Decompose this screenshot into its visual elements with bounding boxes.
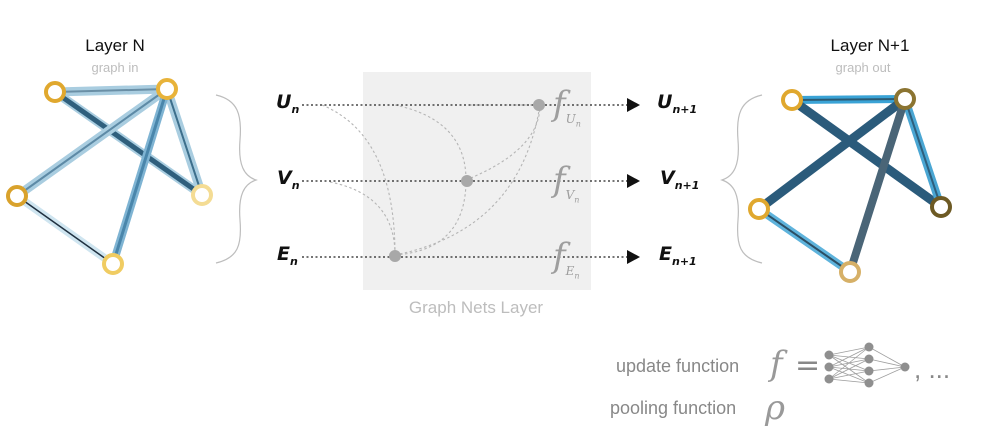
edge-b-d-core [111,87,169,266]
edge-a-b-core [54,88,168,93]
input-node-a [44,81,66,103]
output-u: Un+1 [657,91,698,116]
input-u: Un [276,91,300,116]
curve-vn-to-un [465,104,541,181]
output-node-a [781,89,803,111]
left-brace [215,94,258,264]
edge-b-e-core [166,88,203,196]
input-graph [6,78,213,275]
pooling-function-label: pooling function [610,398,737,418]
curve-un-to-vn [394,104,467,181]
input-v: Vn [277,167,300,192]
equals-sign: = [795,348,821,383]
out-edge-b-e-core [904,98,942,208]
junction-v [461,175,473,187]
input-node-d [102,253,124,275]
junction-e [389,250,401,262]
curve-vn-to-en [329,181,396,256]
edge-a-e-core [52,89,205,198]
output-node-b [894,88,916,110]
output-graph-subtitle: graph out [835,60,891,75]
output-graph-title: Layer N+1 [830,36,910,55]
output-graph-nodes [748,88,952,283]
curve-un-to-en [321,104,396,256]
input-graph-subtitle: graph in [91,60,139,75]
out-edge-a-b-core [791,98,906,101]
out-edge-b-d [846,95,909,276]
input-graph-title: Layer N [85,36,145,55]
edge-b-c-core [16,88,168,197]
arrowheads [627,98,640,264]
output-node-e [930,196,952,218]
input-e: En [277,243,298,268]
junction-u [533,99,545,111]
output-e: En+1 [659,243,697,268]
right-brace [720,94,763,264]
edge-c-d-core [16,195,114,265]
input-node-e [191,184,213,206]
update-function-label: update function [616,356,740,376]
function-u: fUn [553,84,581,129]
arrow-u [627,98,640,112]
input-graph-nodes [6,78,213,275]
output-v: Vn+1 [660,167,700,192]
output-node-c [748,198,770,220]
out-edge-a-e [787,95,946,212]
output-graph [748,88,952,283]
update-function-symbol: f [770,344,783,384]
arrow-e [627,250,640,264]
junction-dots [389,99,545,262]
function-v: fVn [553,160,580,205]
curve-en-to-vn [394,179,467,256]
output-node-d [839,261,861,283]
pooling-function-symbol: ρ [765,388,785,428]
out-edge-b-c [754,94,910,214]
curve-en-to-un [394,104,541,256]
neural-network-icon [824,342,910,388]
input-node-c [6,185,28,207]
legend-ellipsis: , ... [914,354,951,384]
arrow-v [627,174,640,188]
function-e: fEn [553,236,580,281]
input-node-b [156,78,178,100]
input-graph-edges [12,84,207,268]
out-edge-c-d-core [758,208,851,273]
graph-nets-layer-label: Graph Nets Layer [408,298,544,317]
output-graph-edges [754,94,946,276]
layer-connections [321,104,541,256]
